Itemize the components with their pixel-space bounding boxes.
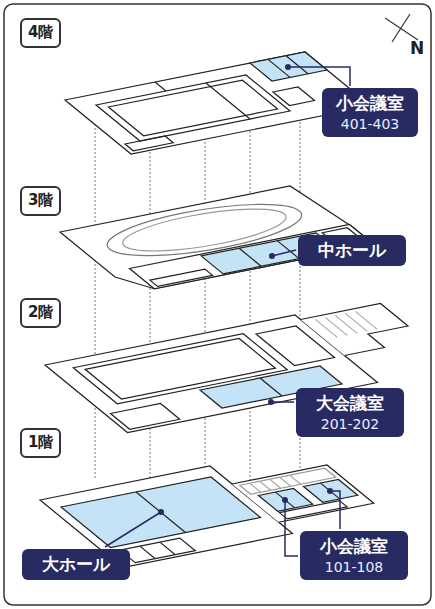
compass-north: N — [410, 38, 424, 58]
compass — [385, 14, 418, 42]
room-name: 小会議室 — [332, 92, 408, 115]
room-name: 1階 — [28, 433, 53, 453]
room-callout: 大会議室201-202 — [296, 388, 404, 437]
floor-2-plan — [45, 299, 435, 433]
room-callout: 小会議室101-108 — [300, 531, 408, 580]
room-name: 3階 — [28, 191, 53, 211]
room-name: 4階 — [28, 23, 53, 43]
leader-dots — [158, 64, 333, 515]
frame — [4, 4, 431, 605]
room-number: 101-108 — [310, 558, 398, 576]
floor-label: 2階 — [20, 298, 61, 328]
room-name: 大ホール — [32, 553, 120, 576]
room-callout: 大ホール — [22, 549, 130, 580]
room-callout: 中ホール — [298, 235, 406, 266]
floor-label: 1階 — [20, 428, 61, 458]
floor-label: 4階 — [20, 18, 61, 48]
guide-lines — [95, 110, 300, 520]
room-name: 大会議室 — [306, 392, 394, 415]
room-name: 2階 — [28, 303, 53, 323]
room-name: 中ホール — [308, 239, 396, 262]
room-number: 401-403 — [332, 115, 408, 133]
room-callout: 小会議室401-403 — [322, 88, 418, 137]
room-number: 201-202 — [306, 415, 394, 433]
leader-lines — [105, 67, 350, 556]
room-name: 小会議室 — [310, 535, 398, 558]
floor-label: 3階 — [20, 186, 61, 216]
